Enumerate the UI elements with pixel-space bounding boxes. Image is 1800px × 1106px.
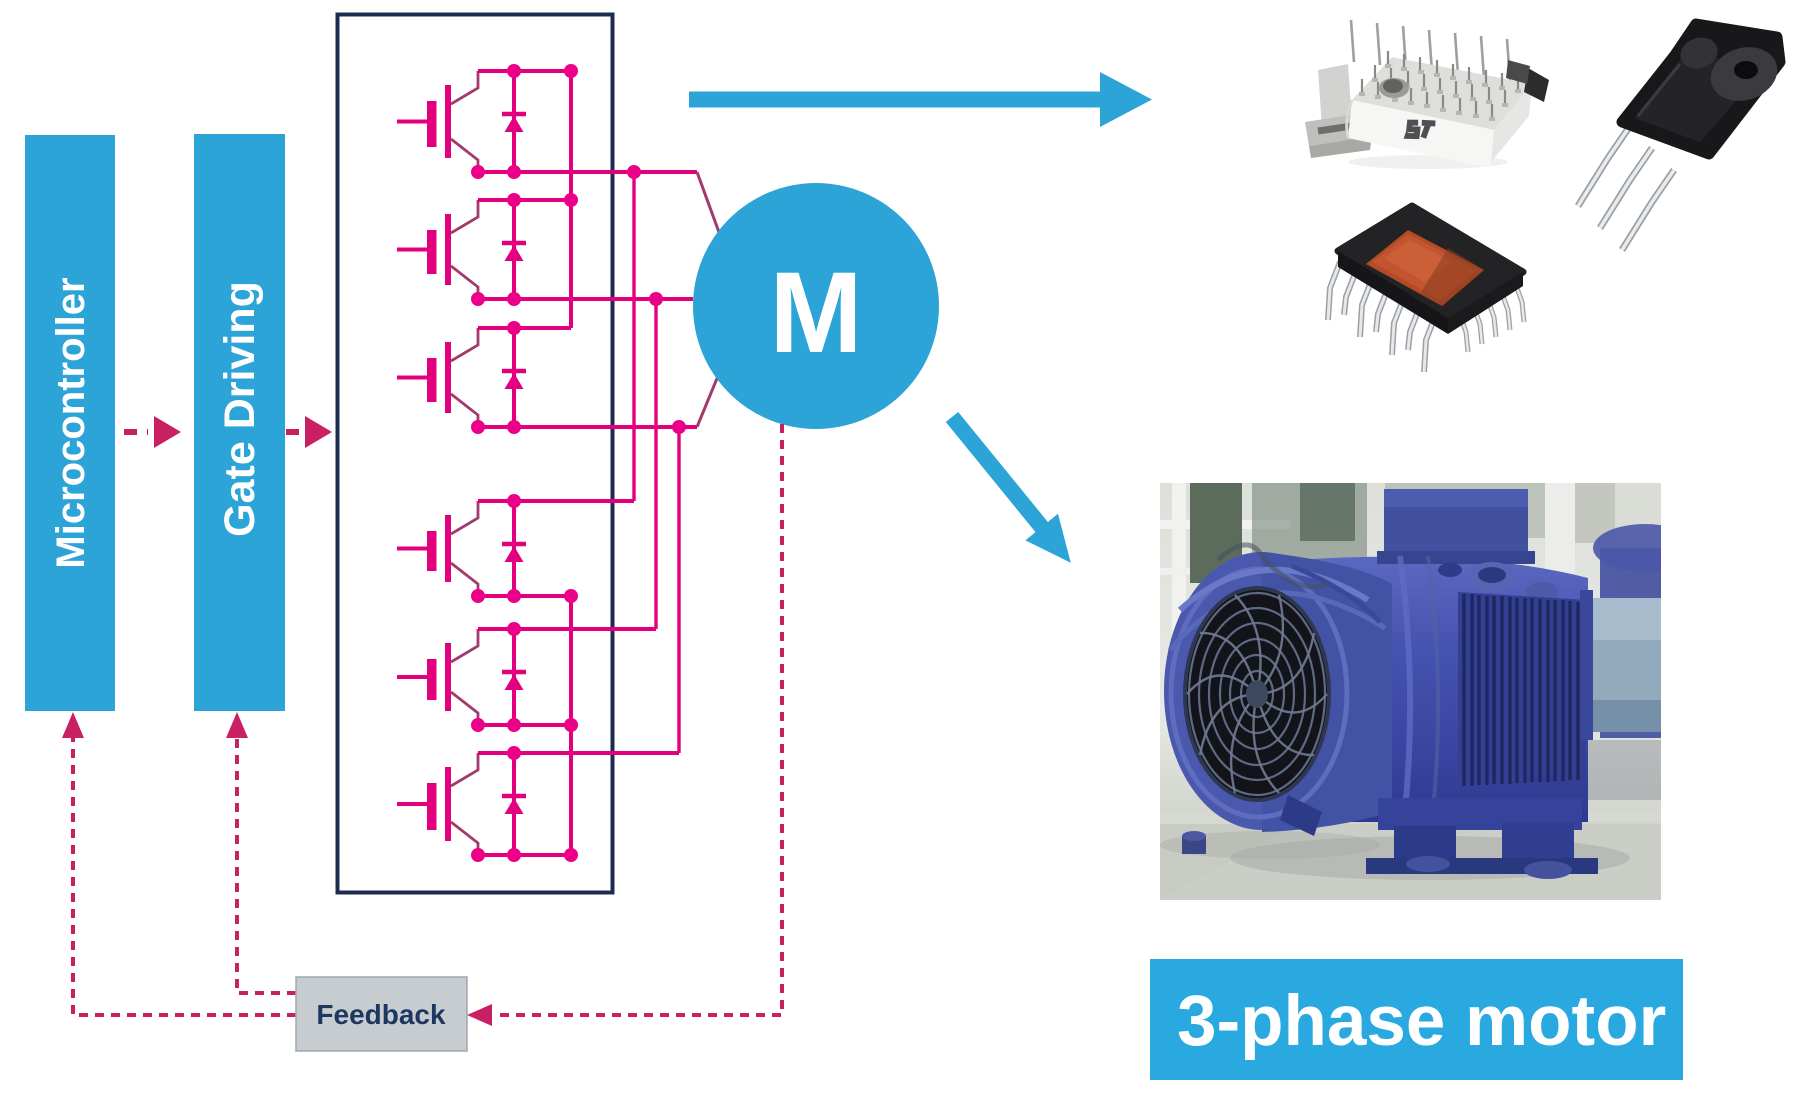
svg-text:Microcontroller: Microcontroller	[49, 277, 93, 568]
svg-text:Feedback: Feedback	[316, 999, 446, 1030]
svg-text:3-phase motor: 3-phase motor	[1177, 982, 1666, 1061]
svg-text:M: M	[770, 249, 863, 377]
svg-text:Gate Driving: Gate Driving	[216, 281, 264, 537]
